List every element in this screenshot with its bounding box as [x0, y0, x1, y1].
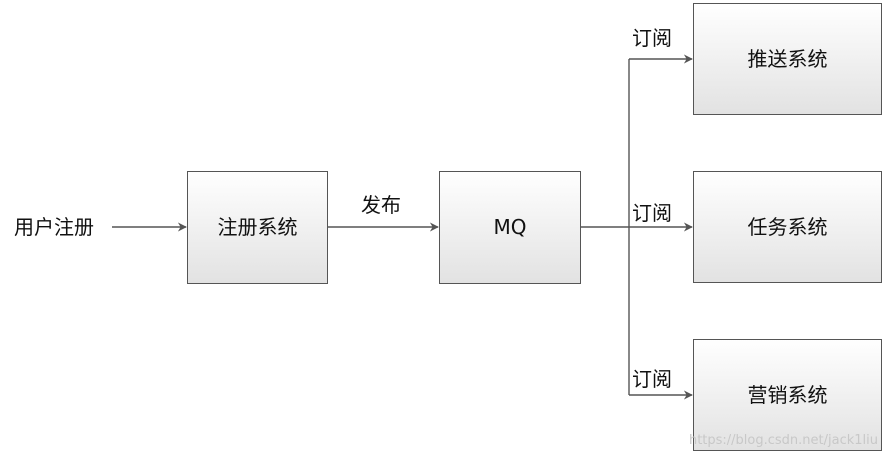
edge-subscribe-marketing-label: 订阅 — [632, 367, 672, 391]
node-marketing-label: 营销系统 — [748, 383, 828, 407]
node-register: 注册系统 — [187, 171, 328, 284]
node-task-box — [693, 171, 882, 283]
node-task-label: 任务系统 — [748, 215, 828, 239]
node-register-label: 注册系统 — [218, 215, 298, 239]
node-task: 任务系统 — [693, 171, 882, 283]
node-marketing-box — [693, 339, 882, 451]
node-push-box — [693, 3, 882, 115]
node-push-label: 推送系统 — [748, 47, 828, 71]
node-register-box — [187, 171, 328, 284]
edge-subscribe-push-label: 订阅 — [632, 26, 672, 50]
node-mq-label: MQ — [494, 215, 527, 239]
source-label: 用户注册 — [14, 215, 94, 239]
node-push: 推送系统 — [693, 3, 882, 115]
watermark-text: https://blog.csdn.net/jack1liu — [689, 433, 878, 448]
node-mq-box — [439, 171, 581, 284]
node-marketing: 营销系统 — [693, 339, 882, 451]
edge-publish-label: 发布 — [361, 193, 401, 217]
edge-subscribe-task-label: 订阅 — [632, 201, 672, 225]
node-mq: MQ — [439, 171, 581, 284]
